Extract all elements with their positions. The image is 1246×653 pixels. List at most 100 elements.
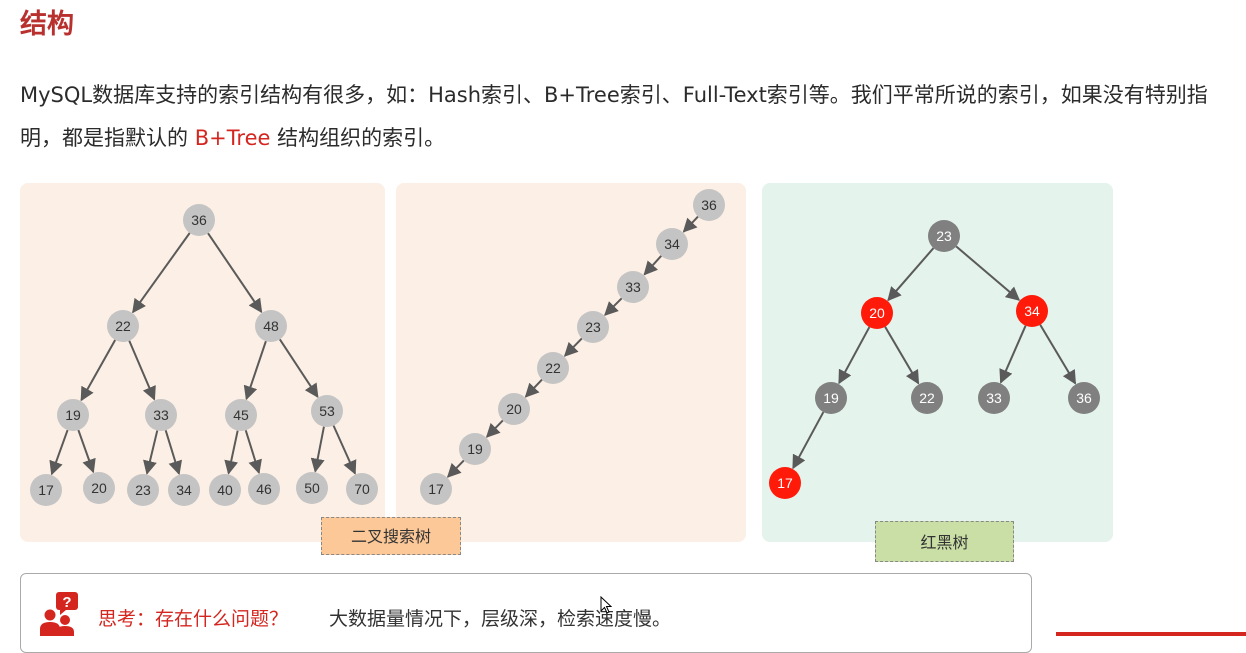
- tree-edge-arrow: [128, 340, 156, 401]
- tree-node-value: 34: [1024, 303, 1040, 319]
- tree-node-value: 23: [135, 482, 151, 498]
- tree-node-value: 46: [256, 481, 272, 497]
- think-box: ? 思考：存在什么问题？ 大数据量情况下，层级深，检索速度慢。: [20, 573, 1032, 653]
- tree-diagrams: 36 22 48 19 33 45 53 17 20 23 34 40 46 50 70 36 34 33 23 22…: [30, 189, 1100, 506]
- bst-node: 33: [145, 399, 177, 431]
- tree-edge-arrow: [80, 339, 117, 402]
- bst-node: 23: [127, 474, 159, 506]
- bst-node: 46: [248, 473, 280, 505]
- tree-node-value: 33: [625, 279, 641, 295]
- bst-node: 17: [30, 474, 62, 506]
- svg-text:?: ?: [62, 594, 71, 611]
- intro-text-end: 结构组织的索引。: [270, 126, 446, 150]
- bst-node: 48: [255, 310, 287, 342]
- intro-highlight: B+Tree: [194, 126, 271, 150]
- thinking-person-icon: ?: [40, 592, 78, 636]
- tree-node-value: 53: [319, 403, 335, 419]
- tree-node-value: 23: [936, 228, 952, 244]
- degenerate-tree-node: 33: [617, 271, 649, 303]
- rbtree-node: 36: [1068, 382, 1100, 414]
- intro-paragraph: MySQL数据库支持的索引结构有很多，如：Hash索引、B+Tree索引、Ful…: [20, 74, 1235, 160]
- tree-edge-arrow: [524, 378, 543, 398]
- tree-edge-arrow: [77, 429, 96, 474]
- tree-node-value: 22: [115, 318, 131, 334]
- tree-node-value: 19: [65, 407, 81, 423]
- tree-edge-arrow: [563, 337, 583, 357]
- bst-node: 22: [107, 310, 139, 342]
- mouse-cursor-icon: [600, 596, 612, 614]
- tree-node-value: 20: [506, 401, 522, 417]
- tree-edge-arrow: [884, 326, 920, 385]
- degenerate-tree-node: 19: [459, 433, 491, 465]
- tree-edge-arrow: [207, 232, 263, 314]
- tree-edge-arrow: [243, 340, 267, 401]
- tree-node-value: 70: [354, 481, 370, 497]
- tree-node-value: 50: [304, 480, 320, 496]
- rbtree-node: 19: [815, 382, 847, 414]
- tree-edge-arrow: [955, 245, 1021, 301]
- tree-node-value: 34: [176, 482, 192, 498]
- tree-node-value: 36: [191, 212, 207, 228]
- tree-node-value: 17: [777, 475, 793, 491]
- tree-edge-arrow: [132, 232, 191, 314]
- tree-node-value: 17: [38, 482, 54, 498]
- rbtree-node: 33: [978, 382, 1010, 414]
- bst-node: 45: [225, 399, 257, 431]
- rbtree-node: 34: [1016, 295, 1048, 327]
- tree-node-value: 17: [428, 481, 444, 497]
- rbtree-label: 红黑树: [875, 521, 1014, 562]
- degenerate-tree-node: 34: [656, 228, 688, 260]
- tree-node-value: 22: [919, 390, 935, 406]
- tree-node-value: 36: [1076, 390, 1092, 406]
- rbtree-node: 17: [769, 467, 801, 499]
- tree-edge-arrow: [682, 215, 699, 233]
- accent-bar: [1056, 632, 1246, 636]
- tree-edge-arrow: [244, 429, 262, 475]
- think-question: 思考：存在什么问题？: [98, 608, 289, 630]
- tree-edge-arrow: [310, 426, 325, 473]
- tree-edge-arrow: [224, 430, 239, 475]
- think-answer: 大数据量情况下，层级深，检索速度慢。: [329, 608, 672, 630]
- bst-node: 34: [168, 474, 200, 506]
- intro-text: MySQL数据库支持的索引结构有很多，如：Hash索引、B+Tree索引、Ful…: [20, 83, 1208, 150]
- tree-node-value: 45: [233, 407, 249, 423]
- degenerate-tree-node: 17: [420, 473, 452, 505]
- tree-edge-arrow: [485, 419, 504, 438]
- bst-node: 70: [346, 473, 378, 505]
- tree-edge-arrow: [792, 411, 825, 470]
- tree-edge-arrow: [164, 430, 183, 476]
- tree-node-value: 20: [869, 305, 885, 321]
- tree-edge-arrow: [643, 255, 662, 276]
- bst-node: 20: [83, 472, 115, 504]
- tree-edge-arrow: [446, 459, 465, 478]
- tree-node-value: 19: [823, 390, 839, 406]
- tree-edge-arrow: [999, 325, 1027, 384]
- tree-node-value: 23: [585, 319, 601, 335]
- tree-node-value: 22: [545, 360, 561, 376]
- tree-node-value: 19: [467, 441, 483, 457]
- bst-node: 53: [311, 395, 343, 427]
- tree-node-value: 33: [153, 407, 169, 423]
- bst-node: 50: [296, 472, 328, 504]
- tree-node-value: 20: [91, 480, 107, 496]
- tree-edge-arrow: [887, 247, 935, 302]
- tree-node-value: 36: [701, 197, 717, 213]
- tree-edge-arrow: [143, 430, 159, 475]
- bst-node: 36: [183, 204, 215, 236]
- tree-node-value: 48: [263, 318, 279, 334]
- tree-edge-arrow: [838, 326, 871, 385]
- tree-node-value: 33: [986, 390, 1002, 406]
- tree-edge-arrow: [1039, 324, 1077, 385]
- bst-node: 40: [209, 474, 241, 506]
- degenerate-tree-node: 20: [498, 393, 530, 425]
- bst-label: 二叉搜索树: [321, 517, 461, 555]
- tree-edge-arrow: [604, 297, 623, 316]
- rbtree-node: 22: [911, 382, 943, 414]
- rbtree-node: 20: [861, 297, 893, 329]
- tree-edge-arrow: [332, 425, 357, 475]
- section-title: 结构: [20, 9, 74, 40]
- tree-node-value: 40: [217, 482, 233, 498]
- tree-node-value: 34: [664, 236, 680, 252]
- degenerate-tree-node: 23: [577, 311, 609, 343]
- degenerate-tree-node: 22: [537, 352, 569, 384]
